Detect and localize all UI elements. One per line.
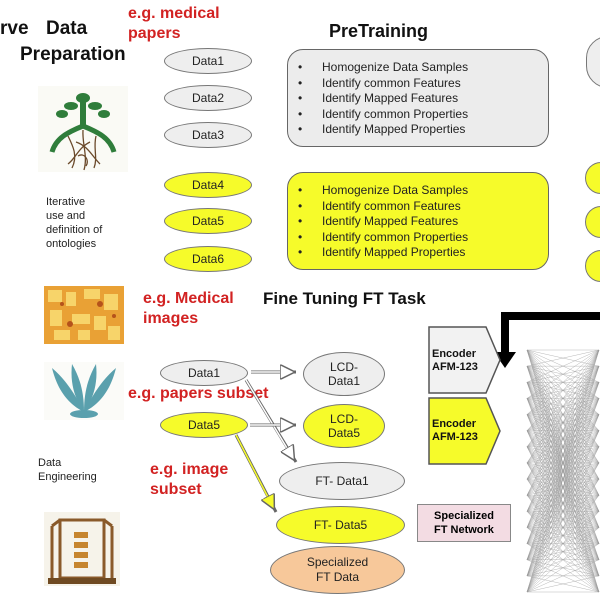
grey-task-4: Identify common Properties (298, 107, 548, 123)
image-subset-annotation: e.g. image subset (150, 461, 229, 498)
specialized-ft-data-pill: Specialized FT Data (270, 546, 405, 594)
specialized-ft-network-box: Specialized FT Network (417, 504, 511, 542)
data-preparation-title-line1: Data (46, 18, 88, 39)
fine-tuning-title: Fine Tuning FT Task (263, 289, 426, 308)
lcd-data5-pill: LCD- Data5 (303, 404, 385, 448)
serve-label: rve (0, 18, 29, 39)
neural-network-mesh-icon (526, 349, 600, 593)
pretraining-title: PreTraining (329, 21, 429, 41)
encoder-shapes (428, 326, 501, 465)
ft-data5-result-pill: FT- Data5 (276, 506, 405, 544)
data-pill-1: Data1 (164, 48, 252, 74)
papers-subset-annotation: e.g. papers subset (128, 385, 269, 402)
thick-feedback-arrow (494, 312, 600, 368)
data-pill-4: Data4 (164, 172, 252, 198)
encoder-label-2: Encoder AFM-123 (432, 418, 478, 443)
pretraining-yellow-box: Homogenize Data Samples Identify common … (287, 172, 549, 270)
ft-data1-pill: Data1 (160, 360, 248, 386)
lcd-data1-pill: LCD- Data1 (303, 352, 385, 396)
fern-plant-icon (44, 362, 124, 420)
data-preparation-title-line2: Preparation (20, 44, 126, 65)
yellow-task-3: Identify Mapped Features (298, 214, 548, 230)
data-pill-3: Data3 (164, 122, 252, 148)
yellow-task-2: Identify common Features (298, 199, 548, 215)
data-pill-5: Data5 (164, 208, 252, 234)
grey-task-3: Identify Mapped Features (298, 91, 548, 107)
pretraining-grey-box: Homogenize Data Samples Identify common … (287, 49, 549, 147)
data-pill-2: Data2 (164, 85, 252, 111)
frame-sculpture-icon (44, 512, 120, 586)
yellow-task-4: Identify common Properties (298, 230, 548, 246)
mosaic-image-icon (44, 286, 124, 344)
medical-papers-annotation: e.g. medical papers (128, 5, 220, 42)
ft-data1-result-pill: FT- Data1 (279, 462, 405, 500)
ontologies-note: Iterative use and definition of ontologi… (46, 196, 103, 250)
medical-images-annotation: e.g. Medical images (143, 290, 234, 327)
grey-task-1: Homogenize Data Samples (298, 60, 548, 76)
data-pill-6: Data6 (164, 246, 252, 272)
tree-roots-icon (38, 86, 128, 172)
yellow-task-5: Identify Mapped Properties (298, 245, 548, 261)
grey-task-5: Identify Mapped Properties (298, 122, 548, 138)
yellow-task-1: Homogenize Data Samples (298, 183, 548, 199)
arrow-data5-to-ftdata5 (234, 434, 278, 513)
engineering-note: Data Engineering (38, 457, 97, 483)
ft-data5-source-pill: Data5 (160, 412, 248, 438)
encoder-label-1: Encoder AFM-123 (432, 348, 478, 373)
grey-task-2: Identify common Features (298, 76, 548, 92)
arrow-data1-to-ftdata1 (244, 379, 298, 463)
